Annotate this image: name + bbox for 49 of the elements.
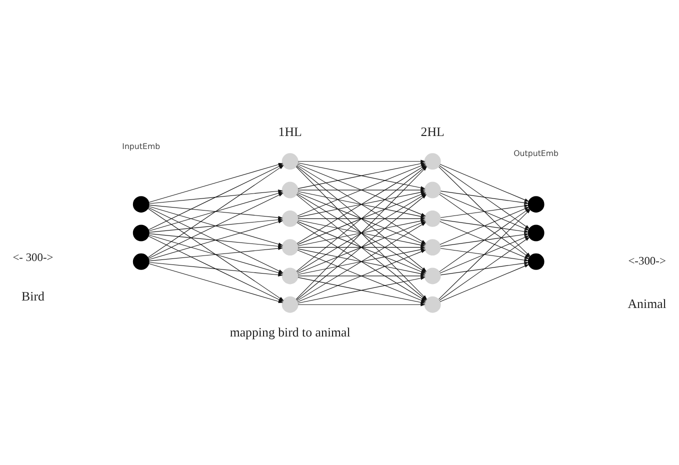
node-circle bbox=[282, 267, 298, 284]
arrow bbox=[440, 235, 530, 273]
label: <-300-> bbox=[628, 254, 666, 267]
node-circle bbox=[282, 296, 298, 312]
arrow bbox=[440, 232, 529, 246]
arrow bbox=[298, 216, 426, 220]
arrow bbox=[440, 163, 530, 202]
arrow bbox=[148, 188, 283, 204]
label: mapping bird to animal bbox=[230, 324, 350, 339]
node-circle bbox=[282, 181, 298, 198]
arrow bbox=[298, 274, 426, 278]
label: <- 300-> bbox=[12, 251, 54, 264]
node-circle bbox=[282, 152, 298, 170]
arrow bbox=[440, 206, 530, 244]
arrow bbox=[148, 191, 284, 231]
node-circle bbox=[424, 296, 441, 312]
node-circle bbox=[132, 252, 150, 270]
node-circle bbox=[424, 238, 441, 256]
arrow bbox=[439, 164, 530, 229]
node-circle bbox=[424, 267, 441, 284]
arrow bbox=[440, 261, 529, 275]
arrow bbox=[148, 246, 283, 261]
node-circle bbox=[282, 238, 298, 256]
label: 1HL bbox=[278, 124, 302, 138]
label: 2HL bbox=[420, 124, 444, 138]
node-circle bbox=[528, 252, 544, 270]
arrow bbox=[148, 218, 283, 232]
arrow bbox=[148, 204, 283, 219]
arrow bbox=[440, 264, 530, 302]
arrow bbox=[440, 218, 529, 233]
arrow bbox=[440, 192, 530, 230]
node-circle bbox=[528, 224, 544, 241]
label: Animal bbox=[628, 296, 666, 310]
node-circle bbox=[424, 152, 441, 170]
arrow bbox=[298, 245, 426, 248]
arrow bbox=[440, 248, 529, 262]
node-circle bbox=[132, 224, 150, 241]
arrow bbox=[440, 220, 530, 259]
node-circle bbox=[282, 210, 298, 226]
arrow bbox=[298, 188, 426, 192]
node-circle bbox=[132, 196, 150, 212]
node-circle bbox=[424, 210, 441, 226]
label: Bird bbox=[22, 289, 44, 304]
arrow bbox=[298, 159, 426, 163]
arrow bbox=[440, 190, 529, 204]
arrow bbox=[440, 204, 529, 218]
node-circle bbox=[528, 196, 544, 212]
arrow bbox=[298, 302, 426, 306]
node-circle bbox=[424, 181, 441, 198]
